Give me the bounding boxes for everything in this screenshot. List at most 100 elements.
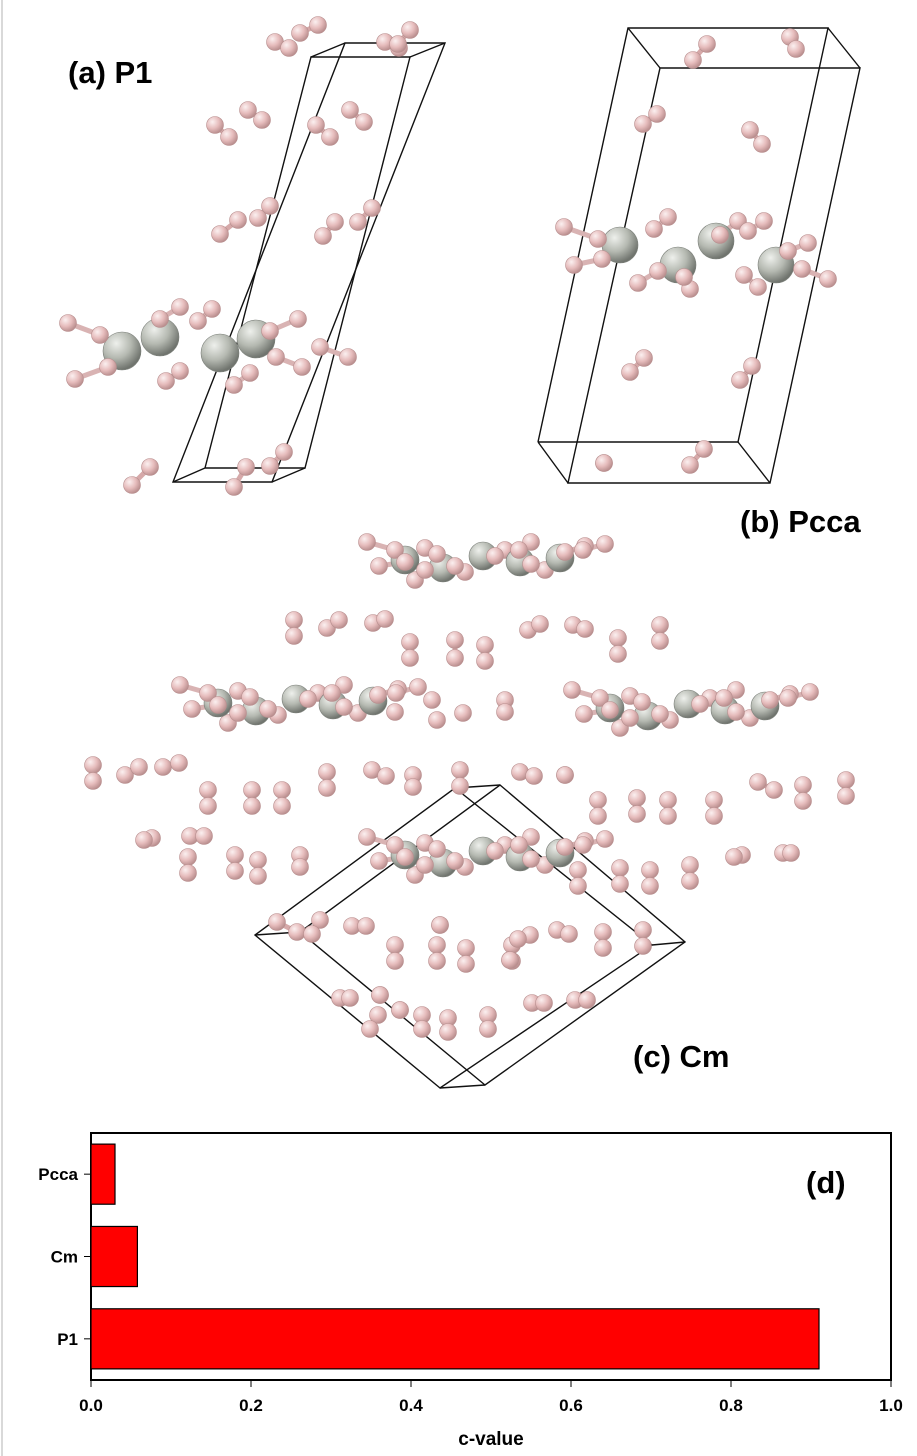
- hydrogen-atom: [123, 476, 141, 494]
- hydrogen-atom: [556, 838, 574, 856]
- hydrogen-atom: [735, 266, 753, 284]
- hydrogen-atom: [326, 213, 344, 231]
- hydrogen-atom: [681, 872, 699, 890]
- panel-label-b: (b) Pcca: [740, 504, 861, 539]
- hydrogen-atom: [370, 557, 388, 575]
- hydrogen-atom: [220, 128, 238, 146]
- hydrogen-atom: [628, 805, 646, 823]
- hydrogen-atom: [199, 684, 217, 702]
- hydrogen-atom: [743, 357, 761, 375]
- hydrogen-atom: [323, 684, 341, 702]
- hydrogen-atom: [794, 792, 812, 810]
- hydrogen-atom: [396, 553, 414, 571]
- hydrogen-atom: [753, 135, 771, 153]
- atoms-cm: [84, 533, 855, 1041]
- hydrogen-atom: [574, 541, 592, 559]
- x-tick-label: 0.8: [719, 1396, 743, 1415]
- hydrogen-atom: [691, 695, 709, 713]
- hydrogen-atom: [311, 338, 329, 356]
- hydrogen-atom: [84, 756, 102, 774]
- hydrogen-atom: [401, 21, 419, 39]
- hydrogen-atom: [391, 1001, 409, 1019]
- y-tick-label: Pcca: [38, 1165, 78, 1184]
- hydrogen-atom: [837, 771, 855, 789]
- hydrogen-atom: [135, 831, 153, 849]
- hydrogen-atom: [651, 705, 669, 723]
- hydrogen-atom: [727, 703, 745, 721]
- hydrogen-atom: [601, 701, 619, 719]
- hydrogen-atom: [555, 218, 573, 236]
- hydrogen-atom: [66, 370, 84, 388]
- hydrogen-atom: [446, 649, 464, 667]
- hydrogen-atom: [157, 372, 175, 390]
- hydrogen-atom: [314, 227, 332, 245]
- hydrogen-atom: [273, 797, 291, 815]
- hydrogen-atom: [293, 358, 311, 376]
- hydrogen-atom: [91, 326, 109, 344]
- hydrogen-atom: [596, 830, 614, 848]
- hydrogen-atom: [589, 791, 607, 809]
- hydrogen-atom: [651, 632, 669, 650]
- hydrogen-atom: [799, 234, 817, 252]
- hydrogen-atom: [779, 242, 797, 260]
- hydrogen-atom: [386, 836, 404, 854]
- hydrogen-atom: [239, 101, 257, 119]
- hydrogen-atom: [203, 300, 221, 318]
- hydrogen-atom: [749, 278, 767, 296]
- hydrogen-atom: [641, 877, 659, 895]
- hydrogen-atom: [355, 113, 373, 131]
- hydrogen-atom: [369, 686, 387, 704]
- hydrogen-atom: [413, 1020, 431, 1038]
- hydrogen-atom: [289, 310, 307, 328]
- hydrogen-atom: [151, 310, 169, 328]
- hydrogen-atom: [171, 298, 189, 316]
- hydrogen-atom: [285, 627, 303, 645]
- hydrogen-atom: [569, 861, 587, 879]
- hydrogen-atom: [755, 212, 773, 230]
- hydrogen-atom: [591, 689, 609, 707]
- hydrogen-atom: [641, 861, 659, 879]
- hydrogen-atom: [578, 991, 596, 1009]
- hydrogen-atom: [794, 776, 812, 794]
- hydrogen-atom: [416, 561, 434, 579]
- x-axis-title: c-value: [458, 1429, 523, 1450]
- hydrogen-atom: [510, 541, 528, 559]
- hydrogen-atom: [409, 678, 427, 696]
- hydrogen-atom: [386, 936, 404, 954]
- hydrogen-atom: [560, 925, 578, 943]
- hydrogen-atom: [439, 1023, 457, 1041]
- hydrogen-atom: [330, 611, 348, 629]
- hydrogen-atom: [725, 848, 743, 866]
- hydrogen-atom: [199, 781, 217, 799]
- hydrogen-atom: [249, 851, 267, 869]
- hydrogen-atom: [291, 24, 309, 42]
- hydrogen-atom: [629, 274, 647, 292]
- hydrogen-atom: [416, 856, 434, 874]
- hydrogen-atom: [565, 256, 583, 274]
- hydrogen-atom: [574, 836, 592, 854]
- hydrogen-atom: [634, 921, 652, 939]
- hydrogen-atom: [311, 911, 329, 929]
- hydrogen-atom: [259, 700, 277, 718]
- hydrogen-atom: [404, 778, 422, 796]
- hydrogen-atom: [179, 864, 197, 882]
- structure-panel-p1: [59, 16, 447, 496]
- hydrogen-atom: [396, 848, 414, 866]
- hydrogen-atom: [280, 39, 298, 57]
- hydrogen-atom: [243, 781, 261, 799]
- hydrogen-atom: [621, 709, 639, 727]
- hydrogen-atom: [309, 16, 327, 34]
- hydrogen-atom: [593, 250, 611, 268]
- hydrogen-atom: [576, 620, 594, 638]
- hydrogen-atom: [229, 704, 247, 722]
- hydrogen-atom: [261, 457, 279, 475]
- structure-panel-pcca: [537, 27, 861, 484]
- structure-panel-cm: [84, 533, 855, 1089]
- hydrogen-atom: [253, 111, 271, 129]
- hydrogen-atom: [183, 700, 201, 718]
- hydrogen-atom: [288, 923, 306, 941]
- hydrogen-atom: [575, 705, 593, 723]
- hydrogen-atom: [563, 681, 581, 699]
